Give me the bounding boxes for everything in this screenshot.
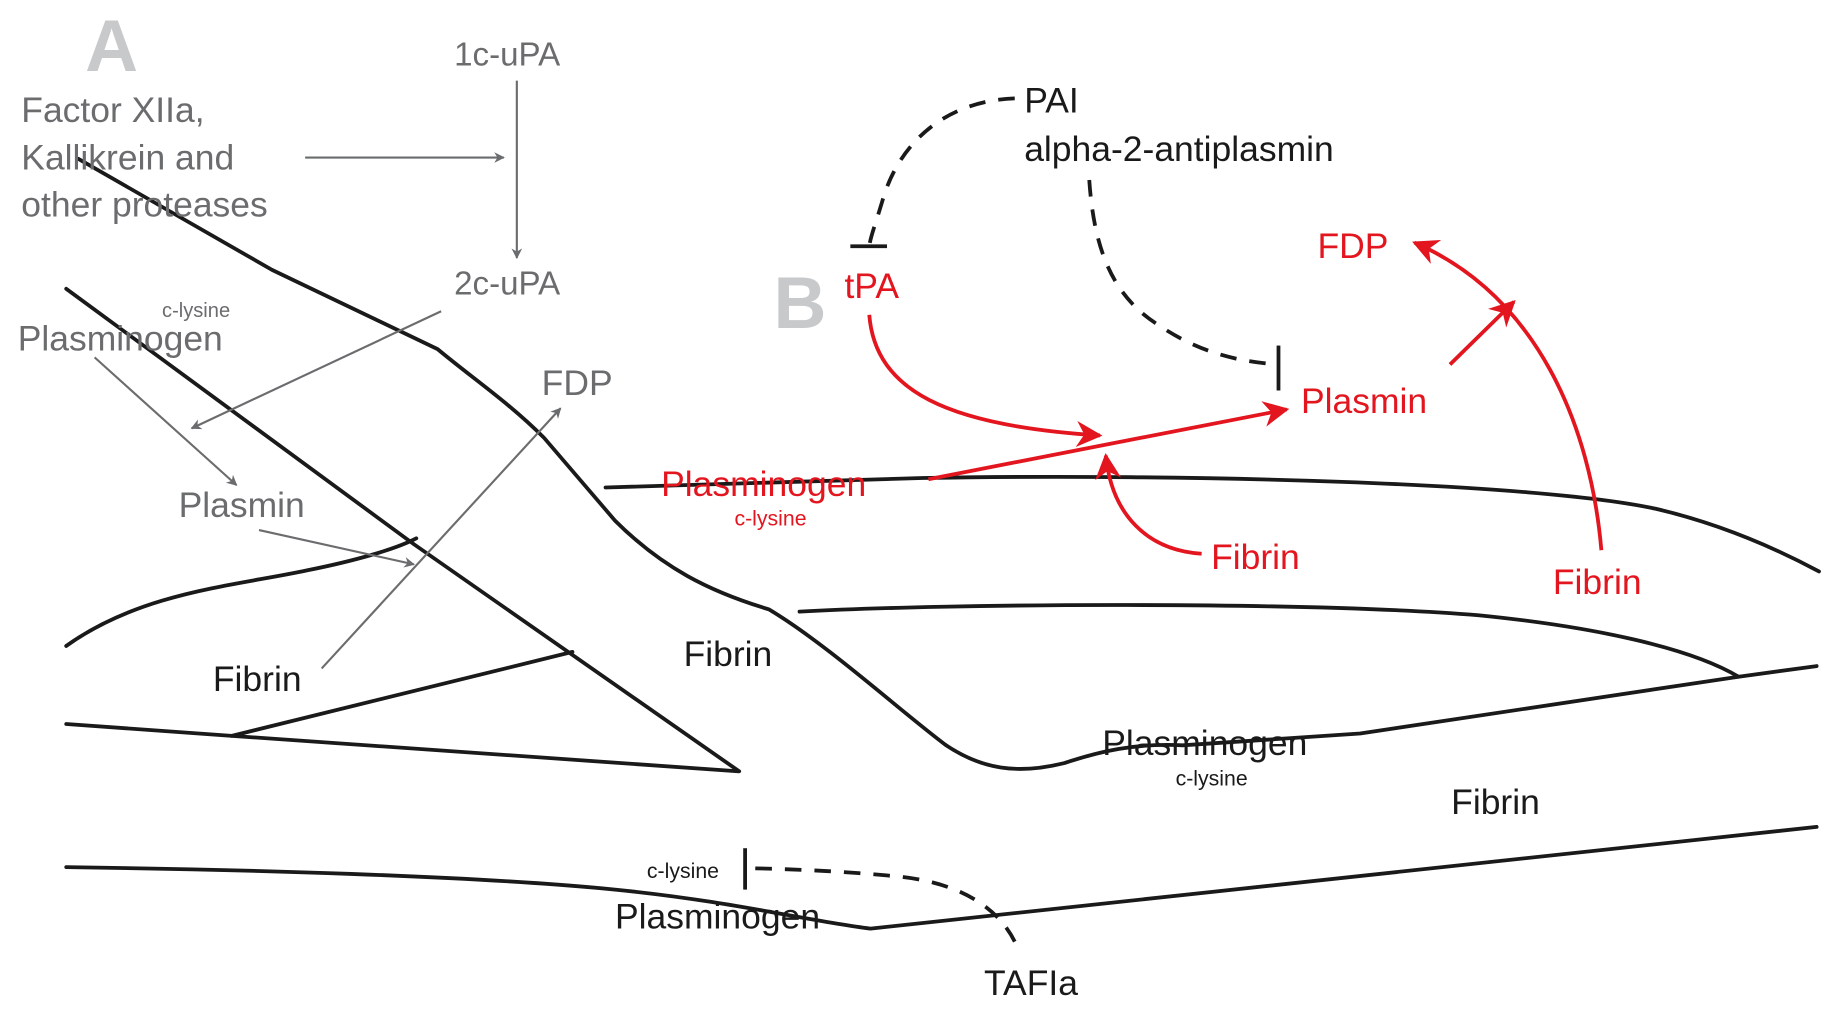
label-fibrin-b2: Fibrin: [1553, 562, 1642, 602]
label-fibrin-b1: Fibrin: [1211, 537, 1300, 577]
label-tpa: tPA: [844, 266, 899, 306]
inhibition-tafia-to-c-lysine: [754, 866, 1017, 943]
arrow-fibrin-to-activation: [1095, 452, 1202, 556]
label-pai: PAI: [1024, 81, 1079, 121]
label-plasminogen-mid: Plasminogen: [1102, 723, 1307, 763]
label-c-lysine-mid: c-lysine: [1176, 767, 1248, 791]
boundary-line: [797, 603, 1819, 679]
arrow-plasminogen-to-plasmin: [93, 356, 238, 486]
panel-label-b: B: [773, 262, 826, 344]
label-2c-upa: 2c-uPA: [454, 266, 561, 303]
panel-a: A 1c-uPA Factor XIIa, Kallikrein and oth…: [18, 5, 613, 699]
arrow-plasminogen-to-plasmin: [928, 401, 1290, 482]
arrow-plasmin-to-fibrin: [258, 529, 415, 568]
label-plasminogen-b: Plasminogen: [661, 464, 866, 504]
label-fibrin-a: Fibrin: [213, 659, 302, 699]
inhibition-a2ap-to-plasmin: [1087, 179, 1278, 367]
inhibition-pai-to-tpa: [867, 96, 1015, 247]
arrow-fibrin-to-fdp: [320, 407, 562, 670]
region-labels: Fibrin Fibrin Plasminogen c-lysine c-lys…: [615, 634, 1540, 1003]
clot-boundaries: [64, 156, 1821, 931]
arrow-plasmin-to-degradation: [1448, 299, 1516, 366]
label-fibrin-center: Fibrin: [684, 634, 773, 674]
arrow-tpa-to-activation: [867, 314, 1103, 447]
panel-b: B PAI alpha-2-antiplasmin tPA FDP Plasmi…: [661, 81, 1641, 602]
label-factor-xiia: Factor XIIa,: [21, 90, 204, 130]
label-other-proteases: other proteases: [21, 185, 267, 225]
label-alpha-2-antiplasmin: alpha-2-antiplasmin: [1024, 129, 1334, 169]
label-plasminogen-bottom: Plasminogen: [615, 897, 820, 937]
label-plasminogen-a: Plasminogen: [18, 318, 223, 358]
label-plasmin-a: Plasmin: [179, 485, 305, 525]
boundary-line: [603, 474, 1821, 574]
boundary-line: [64, 286, 742, 774]
label-fdp-b: FDP: [1318, 226, 1389, 266]
label-fdp-a: FDP: [542, 363, 613, 403]
label-c-lysine-bottom: c-lysine: [647, 859, 719, 883]
panel-label-a: A: [85, 5, 138, 87]
label-c-lysine-b: c-lysine: [734, 506, 806, 530]
label-tafia: TAFIa: [984, 963, 1078, 1003]
label-fibrin-right: Fibrin: [1451, 782, 1540, 822]
boundary-line: [64, 536, 419, 648]
arrow-2c-upa-to-plasminogen: [190, 310, 442, 430]
boundary-line: [64, 722, 234, 738]
label-1c-upa: 1c-uPA: [454, 36, 561, 73]
label-kallikrein: Kallikrein and: [21, 137, 234, 177]
boundary-line: [64, 825, 1819, 931]
label-c-lysine-a: c-lysine: [162, 300, 230, 322]
label-plasmin-b: Plasmin: [1301, 381, 1427, 421]
boundary-line: [76, 156, 1741, 771]
arrow-fibrin-to-fdp: [1412, 240, 1604, 551]
